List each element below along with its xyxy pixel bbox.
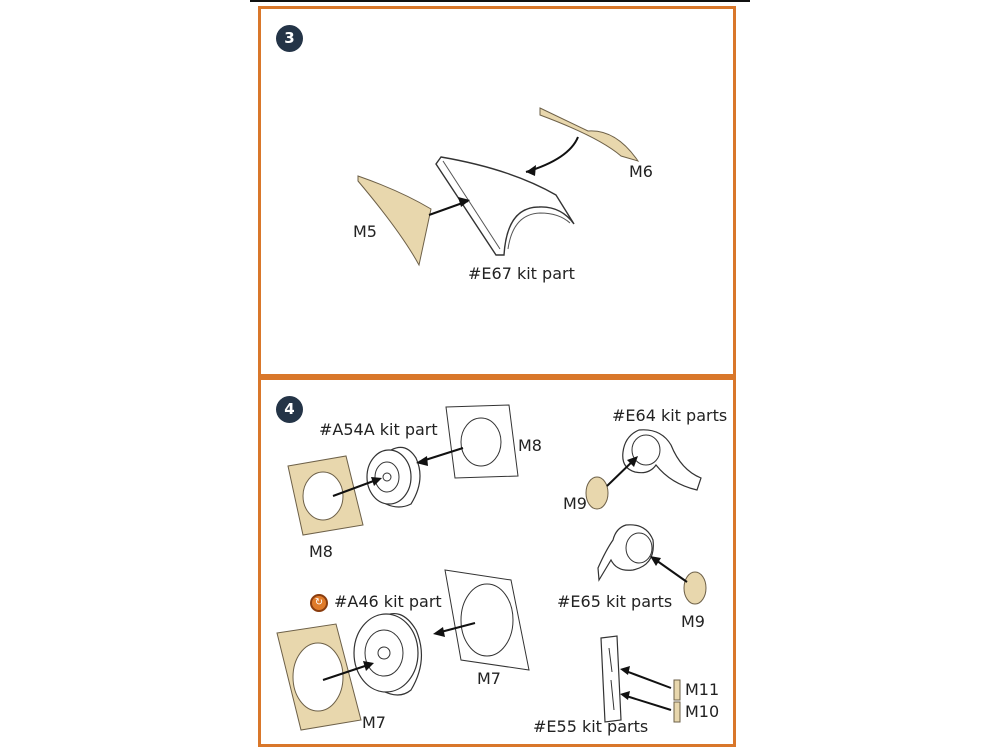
arrow-m7-left bbox=[322, 663, 372, 681]
top-rule bbox=[250, 0, 750, 2]
step-3-illustration bbox=[357, 107, 640, 267]
label-m7-left: M7 bbox=[362, 713, 386, 732]
step-number-badge: 4 bbox=[276, 396, 303, 423]
arrow-m9-bottom bbox=[652, 557, 688, 583]
circular-arrow-reference-icon: ↻ bbox=[310, 594, 328, 612]
step-number-badge: 3 bbox=[276, 25, 303, 52]
label-m9-top: M9 bbox=[563, 494, 587, 513]
m11-mask bbox=[673, 679, 681, 701]
m6-mask-part bbox=[539, 107, 640, 162]
label-m11: M11 bbox=[685, 680, 720, 699]
e67-kit-part bbox=[435, 156, 575, 256]
step-4-illustration bbox=[276, 404, 707, 731]
step-3-panel: 3 M6 M5 #E67 kit part bbox=[258, 6, 736, 377]
step-4-panel: 4 bbox=[258, 377, 736, 747]
label-e64-kit-parts: #E64 kit parts bbox=[612, 406, 728, 425]
label-a54a-kit-part: #A54A kit part bbox=[319, 420, 438, 439]
e55-kit-part bbox=[600, 635, 622, 723]
label-m8-left: M8 bbox=[309, 542, 333, 561]
label-a46-kit-part: #A46 kit part bbox=[334, 592, 442, 611]
m10-mask bbox=[673, 701, 681, 723]
label-e65-kit-parts: #E65 kit parts bbox=[557, 592, 673, 611]
label-m7-right: M7 bbox=[477, 669, 501, 688]
label-m8-right: M8 bbox=[518, 436, 542, 455]
label-m10: M10 bbox=[685, 702, 720, 721]
arrow-m8-left bbox=[332, 478, 380, 497]
m5-mask-part bbox=[357, 175, 432, 267]
label-m5: M5 bbox=[353, 222, 377, 241]
m9-mask-top bbox=[585, 476, 609, 510]
m9-mask-bottom bbox=[683, 571, 707, 605]
arrow-m11 bbox=[622, 669, 672, 689]
label-e55-kit-parts: #E55 kit parts bbox=[533, 717, 649, 736]
label-e67-kit-part: #E67 kit part bbox=[468, 264, 575, 283]
label-m6: M6 bbox=[629, 162, 653, 181]
label-m9-bottom: M9 bbox=[681, 612, 705, 631]
arrow-m10 bbox=[622, 694, 672, 711]
